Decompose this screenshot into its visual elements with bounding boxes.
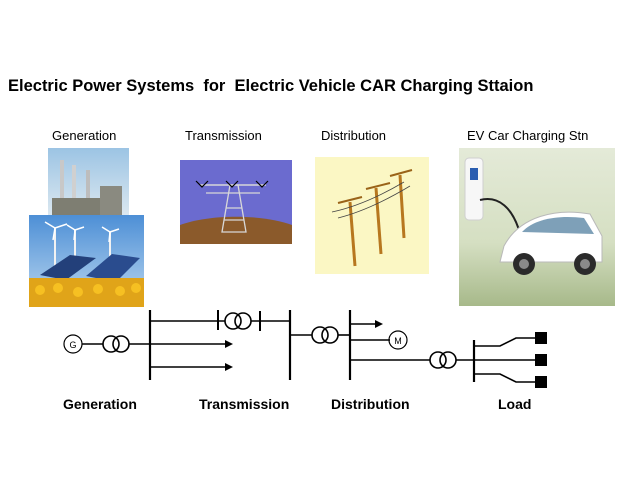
solar-wind-sunflower-photo bbox=[29, 215, 144, 307]
transformer-gen bbox=[103, 336, 119, 352]
diagram-label-generation: Generation bbox=[63, 396, 137, 412]
load-block-2 bbox=[535, 354, 547, 366]
transformer-load bbox=[430, 352, 446, 368]
ev-charging-photo bbox=[459, 148, 615, 306]
transmission-tower-illustration bbox=[180, 160, 292, 244]
load-feeder-3 bbox=[474, 374, 535, 382]
diagram-label-transmission: Transmission bbox=[199, 396, 289, 412]
load-block-1 bbox=[535, 332, 547, 344]
transformer-tx bbox=[225, 313, 241, 329]
arrow-head-3 bbox=[375, 320, 383, 328]
motor-letter: M bbox=[394, 336, 402, 346]
arrow-head-1 bbox=[225, 340, 233, 348]
transformer-dist bbox=[312, 327, 328, 343]
diagram-label-load: Load bbox=[498, 396, 531, 412]
distribution-poles-illustration bbox=[315, 157, 429, 274]
single-line-diagram bbox=[64, 310, 535, 382]
load-feeder-1 bbox=[474, 338, 535, 346]
generator-letter: G bbox=[69, 340, 76, 350]
diagram-label-distribution: Distribution bbox=[331, 396, 410, 412]
load-block-3 bbox=[535, 376, 547, 388]
arrow-head-2 bbox=[225, 363, 233, 371]
power-plant-photo bbox=[48, 148, 129, 216]
